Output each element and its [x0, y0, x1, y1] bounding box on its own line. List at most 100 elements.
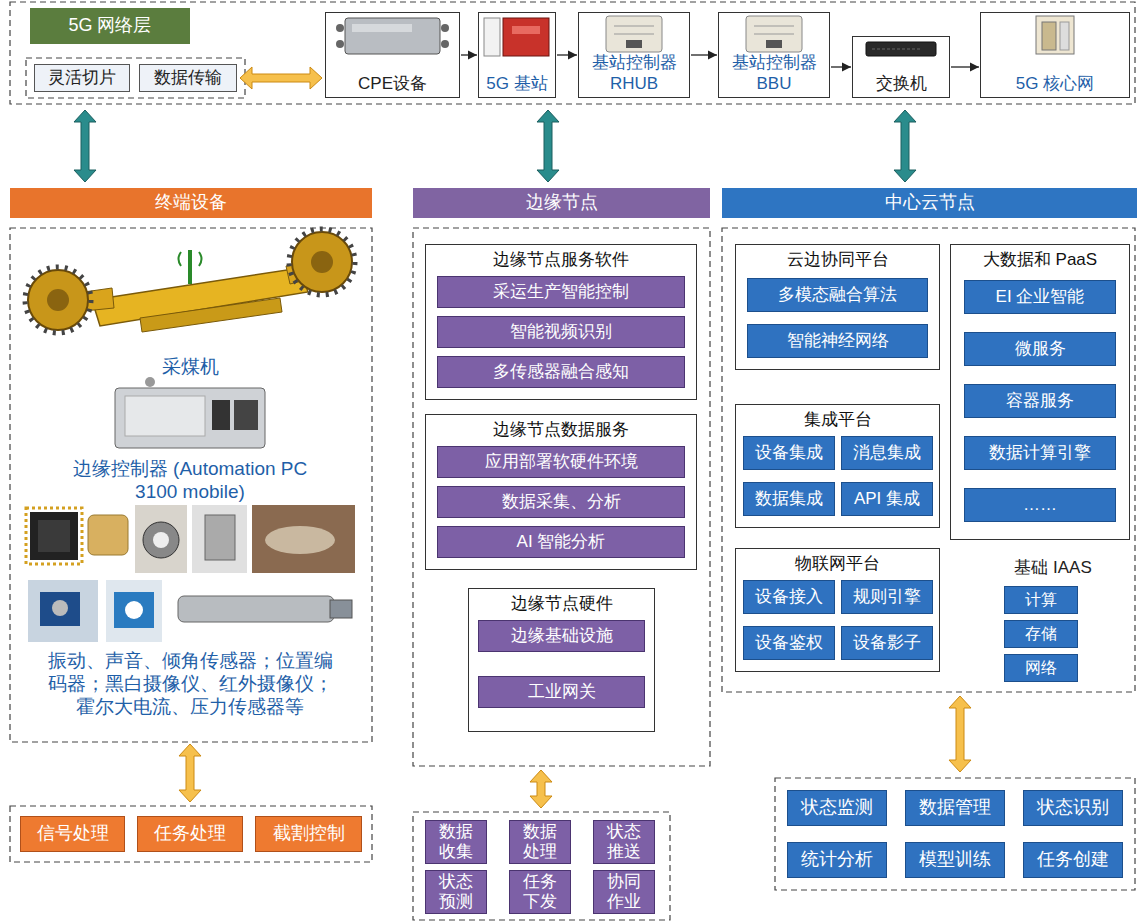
- base-station-image: [512, 26, 540, 34]
- teal-double-arrow: [74, 110, 96, 182]
- arrow-connector: [831, 66, 851, 67]
- service-box: 任务创建: [1023, 842, 1123, 878]
- edge-controller-image: [145, 377, 155, 387]
- group-box: 集成平台设备集成消息集成数据集成API 集成: [735, 404, 940, 528]
- sensor-photos: [26, 508, 82, 564]
- service-box: 模型训练: [905, 842, 1005, 878]
- box-label: 存储: [1025, 624, 1057, 643]
- arrow-connector: [951, 66, 979, 67]
- bbu-image: [746, 16, 802, 52]
- box-label: 采运生产智能控制: [493, 282, 629, 302]
- bbu-image: [746, 16, 802, 52]
- box-label: 边缘节点: [526, 192, 598, 214]
- core-network-image: [1060, 22, 1069, 50]
- process-box: 状态预测: [425, 870, 487, 914]
- service-box: 数据计算引擎: [964, 436, 1116, 470]
- function-box: 灵活切片: [34, 64, 130, 92]
- edge-controller-image: [115, 388, 265, 448]
- sensor-photos: [252, 505, 355, 573]
- box-label: 基站控制器 BBU: [723, 53, 825, 94]
- group-heading: 边缘节点硬件: [469, 594, 654, 614]
- box-label: 状态预测: [434, 872, 478, 913]
- box-label: 容器服务: [1006, 391, 1074, 411]
- service-box: EI 企业智能: [964, 280, 1116, 314]
- group-heading: 云边协同平台: [736, 250, 939, 270]
- box-label: 微服务: [1015, 339, 1066, 359]
- dashed-region: [413, 812, 670, 920]
- box-label: 设备接入: [755, 587, 823, 607]
- sensor-photos: [330, 600, 352, 618]
- service-box: 应用部署软硬件环境: [437, 446, 685, 478]
- sensor-photos: [265, 526, 335, 554]
- shearer-illustration: [47, 289, 69, 311]
- group-box: 边缘节点服务软件采运生产智能控制智能视频识别多传感器融合感知: [425, 244, 697, 400]
- orange-double-arrow: [530, 770, 552, 808]
- sensor-photos: [192, 505, 247, 573]
- caption-label: 基础 IAAS: [988, 558, 1118, 578]
- sensor-photos: [114, 592, 154, 628]
- box-label: 边缘基础设施: [511, 626, 613, 646]
- box-label: 数据管理: [919, 797, 991, 819]
- box-label: 设备影子: [853, 633, 921, 653]
- service-box: 网络: [1004, 654, 1078, 682]
- box-label: 数据计算引擎: [989, 443, 1091, 463]
- caption-label: 边缘控制器 (Automation PC 3100 mobile): [72, 458, 308, 504]
- device-box: 5G 核心网: [980, 12, 1130, 98]
- group-heading: 集成平台: [736, 410, 939, 430]
- teal-double-arrow: [894, 110, 916, 182]
- box-label: 网络: [1025, 658, 1057, 677]
- box-label: 截割控制: [273, 823, 345, 845]
- cpe-device-image: [441, 40, 449, 48]
- cpe-device-image: [345, 18, 440, 54]
- service-box: API 集成: [841, 482, 933, 516]
- dashed-region: [722, 228, 1135, 692]
- bbu-image: [754, 26, 794, 27]
- device-box: CPE设备: [325, 12, 460, 98]
- group-box: 大数据和 PaaSEI 企业智能微服务容器服务数据计算引擎……: [950, 244, 1130, 540]
- box-label: 应用部署软硬件环境: [485, 452, 638, 472]
- sensor-photos: [106, 580, 162, 642]
- sensor-photos: [30, 512, 78, 560]
- core-network-image: [1036, 16, 1074, 54]
- box-label: 智能视频识别: [510, 322, 612, 342]
- device-box: 交换机: [852, 36, 950, 98]
- process-box: 状态推送: [593, 820, 655, 864]
- service-box: 工业网关: [478, 676, 645, 708]
- box-label: 模型训练: [919, 849, 991, 871]
- dashed-region: [26, 58, 245, 98]
- service-box: 规则引擎: [841, 580, 933, 614]
- box-label: 数据处理: [518, 822, 562, 863]
- group-box: 边缘节点硬件边缘基础设施工业网关: [468, 588, 655, 732]
- cpe-device-image: [336, 18, 449, 54]
- cpe-device-image: [352, 24, 412, 32]
- box-label: 状态监测: [801, 797, 873, 819]
- orange-double-arrow: [179, 696, 971, 808]
- service-box: 设备鉴权: [743, 626, 835, 660]
- layer-title-box: 5G 网络层: [30, 8, 190, 44]
- cpe-device-image: [336, 24, 344, 32]
- service-box: 数据集成: [743, 482, 835, 516]
- teal-double-arrow: [537, 110, 559, 182]
- box-label: 状态识别: [1037, 797, 1109, 819]
- cpe-device-image: [441, 24, 449, 32]
- box-label: 中心云节点: [885, 192, 975, 214]
- edge-controller-image: [212, 400, 230, 430]
- double-arrow-connector: [240, 67, 322, 89]
- shearer-illustration: [28, 270, 88, 330]
- group-box: 边缘节点数据服务应用部署软硬件环境数据采集、分析AI 智能分析: [425, 414, 697, 570]
- sensor-photos: [40, 592, 80, 626]
- service-box: 计算: [1004, 586, 1078, 614]
- service-box: 多模态融合算法: [747, 278, 928, 312]
- column-header-bar: 中心云节点: [722, 188, 1137, 218]
- dashed-region: [10, 806, 372, 862]
- sensor-photos: [26, 505, 355, 642]
- box-label: 5G 网络层: [68, 15, 151, 37]
- box-label: 终端设备: [155, 192, 227, 214]
- box-label: ……: [1023, 495, 1057, 515]
- sensor-photos: [205, 515, 235, 560]
- edge-controller-image: [115, 377, 265, 448]
- device-box: 5G 基站: [478, 12, 556, 98]
- process-box: 数据收集: [425, 820, 487, 864]
